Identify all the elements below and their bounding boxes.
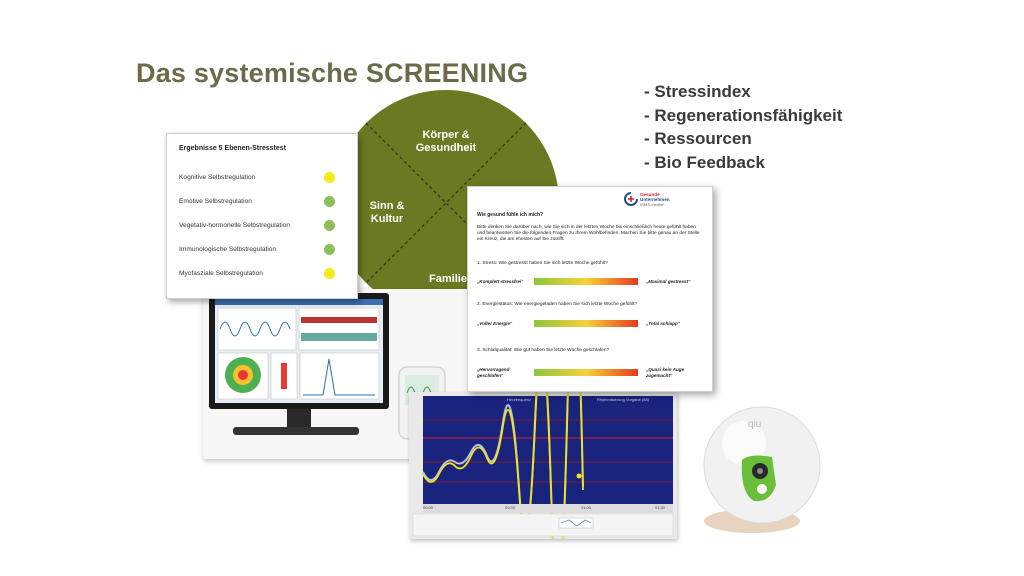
x-tick: 01:30 [655,505,666,510]
scale-right-label: „Total schlapp“ [646,321,681,326]
status-dot [324,268,335,279]
scale-left-label: „Komplett stressfrei“ [477,279,524,284]
rating-scale[interactable] [534,278,638,285]
status-dot [324,220,335,231]
result-row: Emotive Selbstregulation [179,196,349,208]
biofeedback-monitor-image [203,289,503,459]
logo-text-3: iGMS-Institut* [640,202,665,207]
status-dot [324,244,335,255]
logo-text-1: Gesunde [640,192,660,197]
legend-target-rhythm: Rhythmisierung Vorgabe (88) [597,397,650,402]
status-dot [324,196,335,207]
question-text: 2. Energiestatus: Wie energiegeladen hab… [477,302,638,307]
result-label: Kognitive Selbstregulation [179,174,256,181]
segment-label-left: Sinn & Kultur [369,200,405,225]
x-tick: 00:00 [423,505,434,510]
bullet-item: - Stressindex [644,82,751,101]
result-label: Vegetativ-hormonelle Selbstregulation [179,222,291,229]
scale-left-label: „Voller Energie“ [477,321,513,326]
heart-rate-graph-panel: Herzfrequenz Rhythmisierung Vorgabe (88)… [409,278,677,576]
results-title: Ergebnisse 5 Ebenen-Stresstest [179,145,286,152]
result-label: Immunologische Selbstregulation [179,246,277,253]
bullet-item: - Ressourcen [644,129,752,148]
results-card: Ergebnisse 5 Ebenen-Stresstest Kognitive… [166,133,358,299]
scale-right-label: „Maximal gestresst“ [646,279,691,284]
scale-left-label: „Hervorragend geschlafen“ [477,367,510,378]
x-tick: 00:30 [505,505,516,510]
question-text: 1. Stress: Wie gestresst haben Sie sich … [477,261,608,266]
bullet-item: - Bio Feedback [644,152,765,172]
result-label: Myofasziale Selbstregulation [179,270,263,277]
logo-text-2: Unternehmen [640,197,670,202]
questionnaire-card: Gesunde Unternehmen iGMS-Institut* Wie g… [467,186,713,392]
result-row: Vegetativ-hormonelle Selbstregulation [179,220,349,232]
feature-list: - Stressindex - Regenerationsfähigkeit -… [644,80,842,174]
bullet-item: - Regenerationsfähigkeit [644,105,843,125]
result-row: Immunologische Selbstregulation [179,244,349,256]
questionnaire-heading: Wie gesund fühle ich mich? [477,212,544,218]
device-logo: qiu [748,419,762,430]
company-logo-icon [624,192,638,206]
segment-label-top: Körper & Gesundheit [415,129,477,154]
status-dot [324,172,335,183]
result-row: Kognitive Selbstregulation [179,172,349,184]
rating-scale[interactable] [534,369,638,376]
result-label: Emotive Selbstregulation [179,198,252,205]
x-tick: 01:00 [581,505,592,510]
segment-label-bottom: Familie [429,273,467,285]
question-text: 3. Schlafqualität: Wie gut haben Sie let… [477,348,610,353]
rating-scale[interactable] [534,320,638,327]
slide-title: Das systemische SCREENING [136,58,529,88]
qiu-device-image: qiu [690,405,830,535]
questionnaire-intro: Bitte denken Sie darüber nach, wie Sie s… [477,225,700,242]
scale-right-label: „Quasi kein Auge zugemacht“ [646,367,685,378]
monitor-stand [233,427,359,435]
result-row: Myofasziale Selbstregulation [179,268,349,280]
legend-heart-rate: Herzfrequenz [507,397,532,402]
